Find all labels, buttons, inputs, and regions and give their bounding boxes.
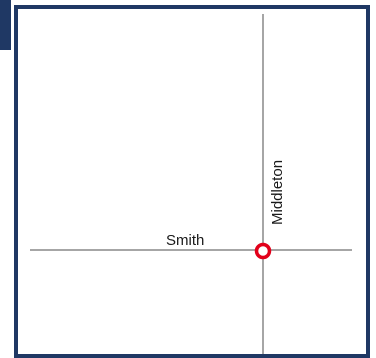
map-canvas[interactable]: Smith Middleton bbox=[18, 9, 366, 354]
intersection-marker-icon[interactable] bbox=[254, 242, 272, 260]
middleton-street-label: Middleton bbox=[269, 160, 286, 225]
side-tab bbox=[0, 0, 11, 50]
map-frame: Smith Middleton bbox=[14, 5, 370, 358]
smith-street-label: Smith bbox=[166, 232, 204, 249]
